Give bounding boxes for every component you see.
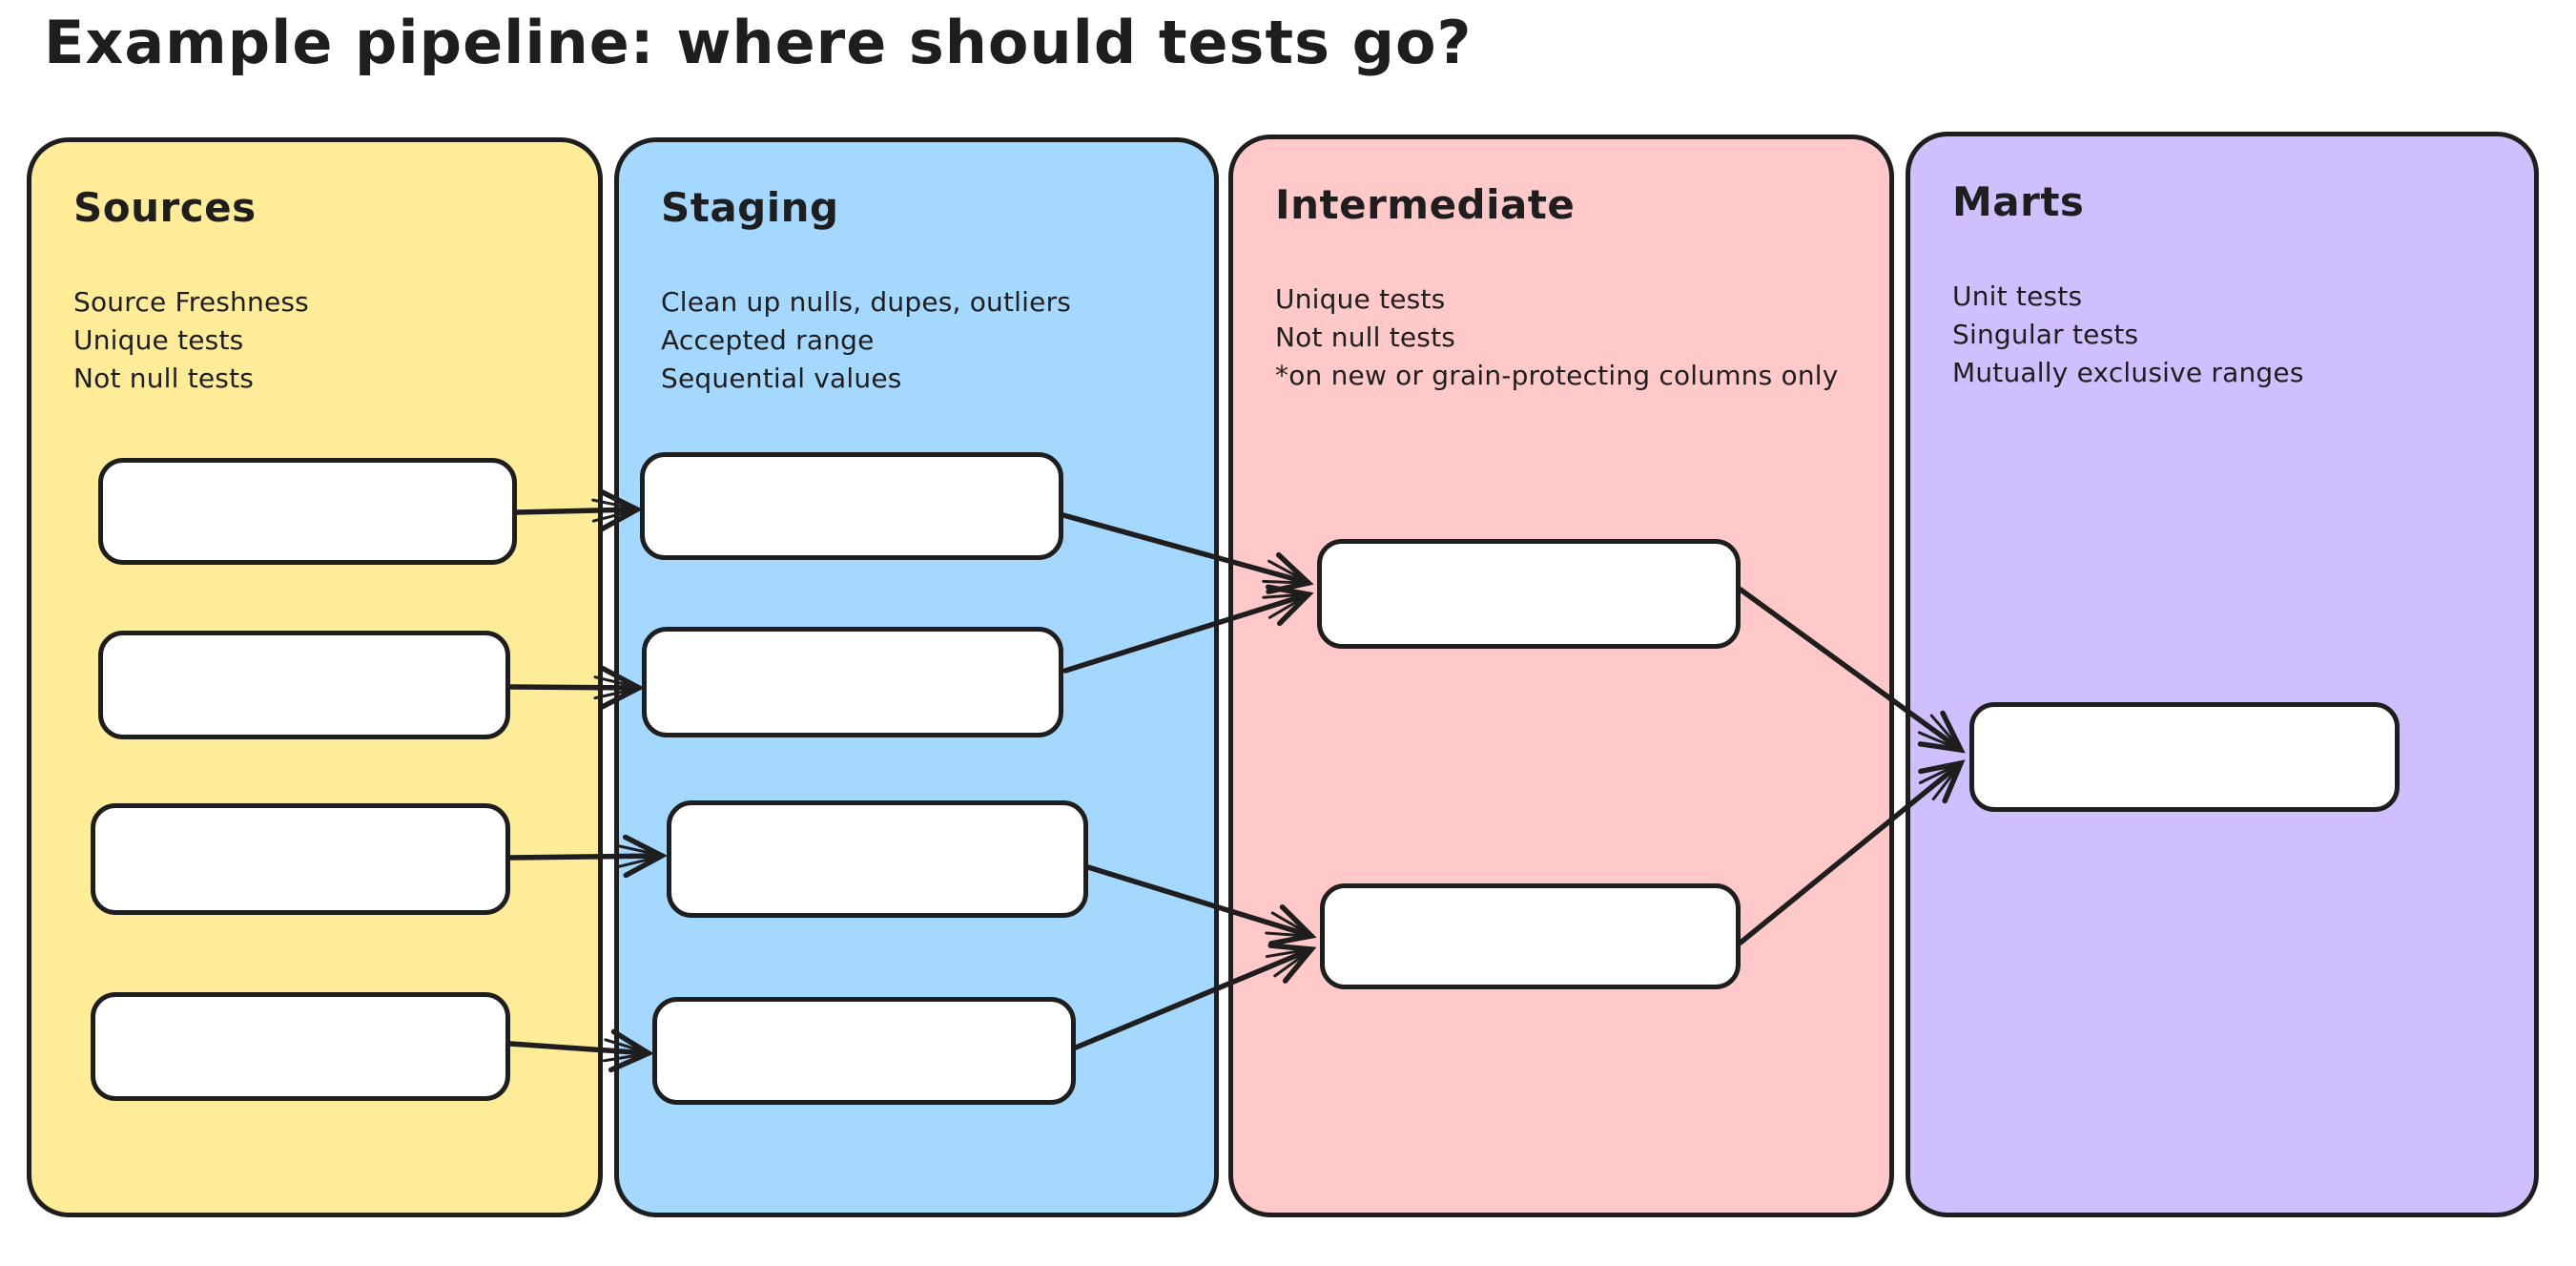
column-sources-header: Sources [73, 184, 257, 231]
sources-box-1 [98, 458, 517, 565]
intermediate-box-1 [1317, 539, 1741, 649]
note-line: Source Freshness [73, 286, 309, 318]
column-marts-header: Marts [1952, 178, 2085, 225]
note-line: Not null tests [1275, 322, 1456, 353]
staging-box-2 [642, 627, 1063, 737]
note-line: Clean up nulls, dupes, outliers [661, 286, 1072, 318]
note-line: *on new or grain-protecting columns only [1275, 360, 1839, 391]
staging-box-4 [652, 997, 1076, 1105]
marts-box-1 [1969, 702, 2400, 812]
column-staging-notes: Clean up nulls, dupes, outliers Accepted… [661, 283, 1214, 398]
sources-box-3 [91, 803, 510, 915]
note-line: Sequential values [661, 363, 902, 394]
column-marts-notes: Unit tests Singular tests Mutually exclu… [1952, 278, 2534, 392]
note-line: Unit tests [1952, 280, 2083, 312]
note-line: Mutually exclusive ranges [1952, 357, 2304, 388]
column-sources-notes: Source Freshness Unique tests Not null t… [73, 283, 598, 398]
column-intermediate-notes: Unique tests Not null tests *on new or g… [1275, 280, 1889, 395]
column-marts: Marts Unit tests Singular tests Mutually… [1906, 132, 2539, 1217]
sources-box-4 [91, 992, 510, 1101]
note-line: Unique tests [1275, 283, 1446, 315]
column-staging-header: Staging [661, 184, 839, 231]
sources-box-2 [98, 631, 510, 739]
column-intermediate: Intermediate Unique tests Not null tests… [1228, 135, 1894, 1217]
note-line: Not null tests [73, 363, 255, 394]
staging-box-1 [640, 452, 1063, 560]
note-line: Accepted range [661, 324, 875, 356]
note-line: Unique tests [73, 324, 244, 356]
note-line: Singular tests [1952, 319, 2139, 350]
column-intermediate-header: Intermediate [1275, 181, 1576, 228]
staging-box-3 [667, 800, 1088, 918]
intermediate-box-2 [1320, 883, 1741, 989]
diagram-title: Example pipeline: where should tests go? [44, 8, 1473, 77]
